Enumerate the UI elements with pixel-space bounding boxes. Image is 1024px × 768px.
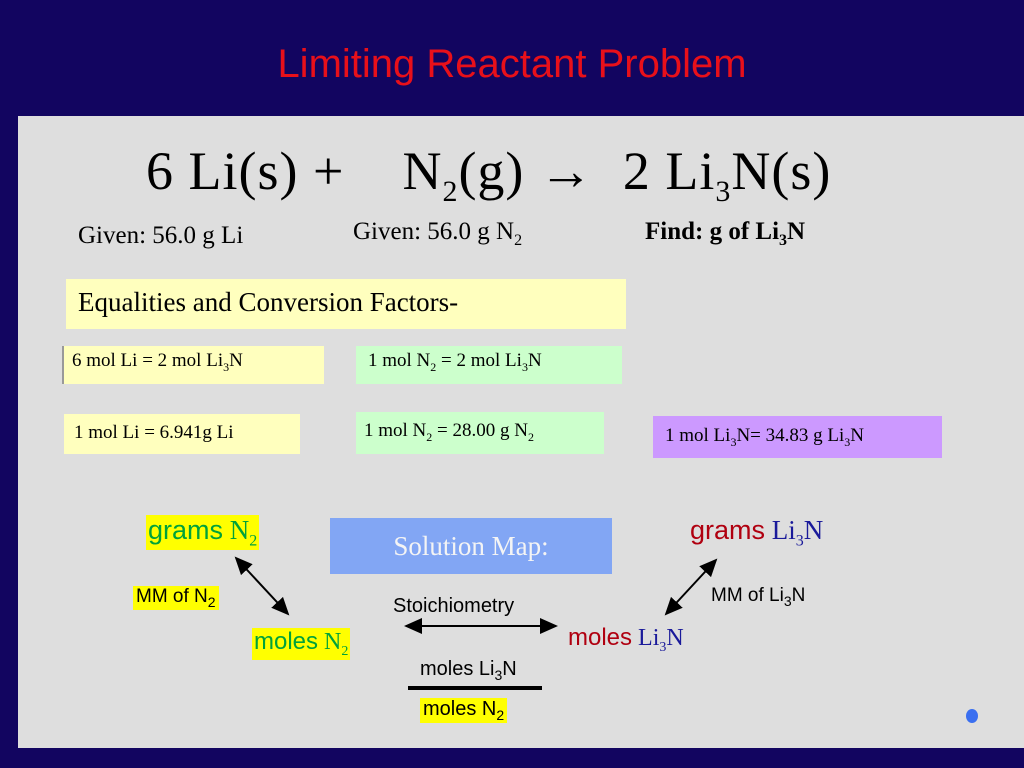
conv2-sub2: 3 bbox=[521, 359, 528, 374]
product-subscript: 3 bbox=[715, 175, 732, 208]
moles-li3n-node: moles Li3N bbox=[568, 624, 684, 656]
mm-n2-subscript: 2 bbox=[207, 593, 216, 610]
conv1-sub: 3 bbox=[223, 359, 230, 374]
find-subscript: 3 bbox=[779, 232, 788, 249]
grams-li3n-subscript: 3 bbox=[795, 532, 804, 550]
plus-sign: + bbox=[312, 141, 345, 201]
equalities-heading: Equalities and Conversion Factors- bbox=[66, 279, 626, 329]
conv1-a: 6 mol Li = 2 mol Li bbox=[72, 350, 224, 371]
fraction-bottom-text: moles N bbox=[423, 698, 497, 720]
find-tail: N bbox=[787, 218, 806, 245]
grams-li3n-node: grams Li3N bbox=[690, 515, 823, 550]
moles-li3n-subscript: 3 bbox=[659, 639, 667, 655]
reactant-n2-state: (g) bbox=[458, 141, 525, 201]
product-rest: N(s) bbox=[731, 141, 832, 201]
mm-n2-label: MM of N2 bbox=[133, 586, 219, 610]
fraction-top-subscript: 3 bbox=[494, 667, 503, 683]
conversion-li-to-li3n: 6 mol Li = 2 mol Li3N bbox=[62, 346, 324, 384]
reaction-arrow: → bbox=[538, 141, 594, 201]
find-statement: Find: g of Li3N bbox=[645, 218, 805, 250]
given-n2-text: Given: 56.0 g N bbox=[353, 218, 515, 245]
given-n2: Given: 56.0 g N2 bbox=[353, 218, 522, 250]
grams-li3n-tail: N bbox=[803, 515, 824, 545]
arrow-moles-grams-li3n bbox=[664, 558, 718, 616]
mm-li3n-label: MM of Li3N bbox=[711, 585, 805, 609]
conv1-b: N bbox=[229, 350, 243, 371]
conv4-b: = 28.00 g N bbox=[432, 420, 528, 441]
coefficient-li3n: 2 bbox=[622, 141, 651, 201]
conversion-li3n-mass: 1 mol Li3N= 34.83 g Li3N bbox=[653, 416, 942, 458]
conversion-n2-to-li3n: 1 mol N2 = 2 mol Li3N bbox=[356, 346, 622, 384]
grams-n2-subscript: 2 bbox=[249, 532, 258, 550]
conv5-a: 1 mol Li bbox=[665, 425, 731, 446]
conv2-b: = 2 mol Li bbox=[436, 350, 522, 371]
grams-li3n-formula: Li bbox=[771, 515, 796, 545]
fraction-denominator: moles N2 bbox=[420, 698, 508, 723]
mm-n2-text: MM of N bbox=[136, 586, 208, 607]
conversion-n2-mass: 1 mol N2 = 28.00 g N2 bbox=[356, 412, 604, 454]
grams-li3n-word: grams bbox=[690, 515, 766, 545]
chemical-equation: 6 Li(s) + N2(g) → 2 Li3N(s) bbox=[146, 140, 831, 209]
coefficient-li: 6 bbox=[146, 141, 174, 201]
conv2-c: N bbox=[527, 350, 542, 371]
moles-n2-word: moles bbox=[254, 628, 319, 655]
given-n2-subscript: 2 bbox=[514, 232, 523, 249]
grams-n2-word: grams bbox=[148, 515, 224, 545]
given-li: Given: 56.0 g Li bbox=[78, 222, 244, 249]
find-text: Find: g of Li bbox=[645, 218, 780, 245]
mm-li3n-subscript: 3 bbox=[783, 592, 792, 609]
slide-title: Limiting Reactant Problem bbox=[277, 42, 747, 86]
conv5-sub1: 3 bbox=[730, 434, 737, 449]
conv5-sub2: 3 bbox=[844, 434, 851, 449]
product-li: Li bbox=[665, 141, 716, 201]
fraction-bottom-subscript: 2 bbox=[496, 707, 505, 723]
moles-li3n-formula: Li bbox=[638, 625, 660, 651]
solution-map-label: Solution Map: bbox=[330, 518, 612, 574]
moles-li3n-tail: N bbox=[666, 625, 684, 651]
conv2-a: 1 mol N bbox=[368, 350, 431, 371]
conv5-b: N= 34.83 g Li bbox=[736, 425, 845, 446]
conv4-sub1: 2 bbox=[426, 429, 433, 444]
conv4-a: 1 mol N bbox=[364, 420, 427, 441]
arrow-grams-moles-n2 bbox=[234, 556, 290, 616]
moles-n2-node: moles N2 bbox=[252, 628, 351, 660]
conv4-sub2: 2 bbox=[527, 429, 534, 444]
conv5-c: N bbox=[850, 425, 865, 446]
conv2-sub1: 2 bbox=[430, 359, 437, 374]
moles-n2-formula: N bbox=[324, 629, 342, 655]
reactant-li: Li(s) bbox=[188, 141, 299, 201]
moles-li3n-word: moles bbox=[568, 624, 633, 651]
reactant-n2: N bbox=[402, 141, 443, 201]
fraction-top-text: moles Li bbox=[420, 658, 495, 680]
bullet-icon bbox=[966, 709, 978, 723]
reactant-n2-subscript: 2 bbox=[442, 175, 459, 208]
moles-n2-subscript: 2 bbox=[341, 643, 349, 659]
mm-li3n-text: MM of Li bbox=[711, 585, 784, 606]
fraction-numerator: moles Li3N bbox=[420, 658, 517, 683]
conversion-li-mass: 1 mol Li = 6.941g Li bbox=[64, 414, 300, 454]
grams-n2-node: grams N2 bbox=[146, 515, 260, 551]
fraction-top-tail: N bbox=[502, 658, 517, 680]
grams-n2-formula: N bbox=[229, 515, 250, 545]
mm-li3n-tail: N bbox=[791, 585, 806, 606]
stoichiometry-label: Stoichiometry bbox=[393, 595, 515, 617]
